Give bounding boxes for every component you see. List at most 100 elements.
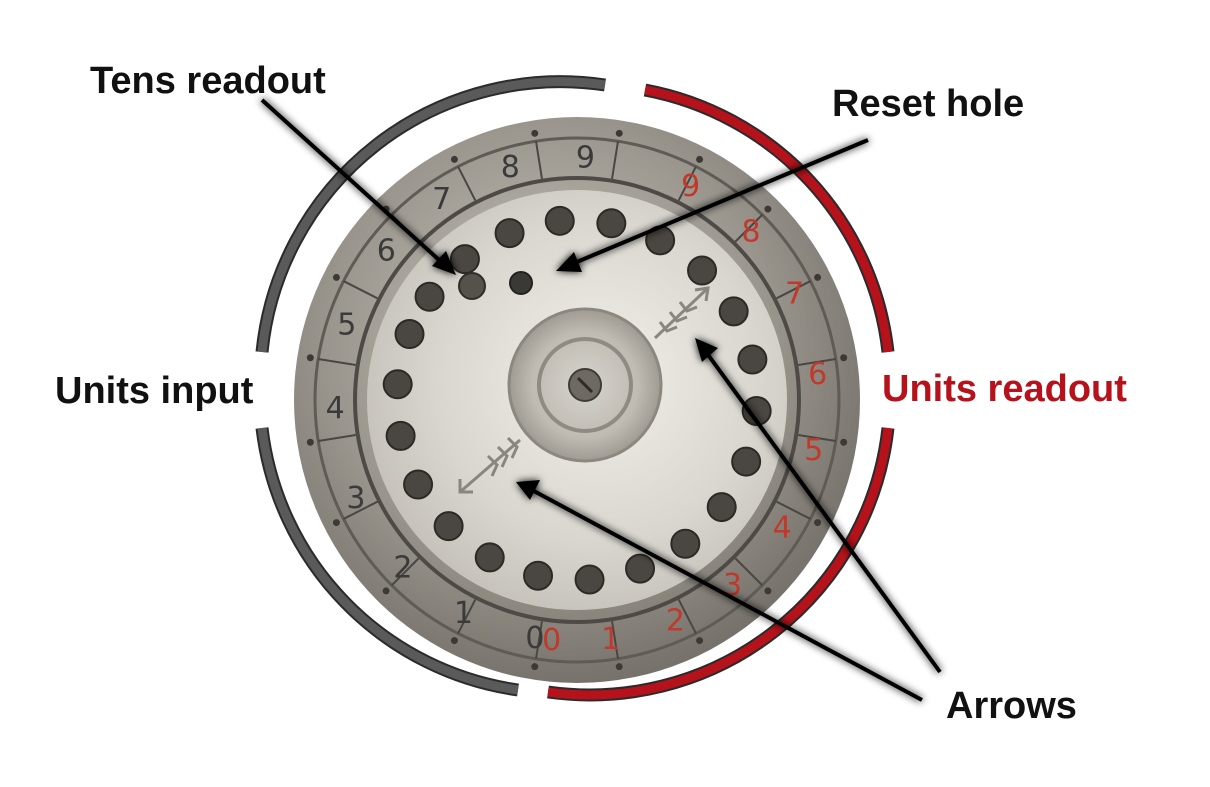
input-digit-1: 1 <box>454 596 473 631</box>
readout-digit-5: 5 <box>804 433 823 468</box>
readout-digit-7: 7 <box>785 276 804 311</box>
pointer-arrow-upper-head <box>695 338 718 362</box>
rim-rivet <box>814 273 822 281</box>
rim-separator <box>677 166 697 201</box>
label-tens-readout: Tens readout <box>90 60 326 102</box>
label-units-readout: Units readout <box>882 368 1127 410</box>
hub-ring <box>537 337 633 433</box>
rim-rivet <box>332 519 340 527</box>
rim-rivet <box>615 663 623 671</box>
rim-rivet <box>531 663 539 671</box>
input-digit-4: 4 <box>326 391 345 426</box>
finger-hole <box>403 469 434 500</box>
rim-separator <box>798 434 836 442</box>
tens-readout-window <box>458 272 486 300</box>
input-digit-9: 9 <box>576 141 595 176</box>
readout-digit-9: 9 <box>681 169 700 204</box>
pointer-reset-hole-head <box>556 252 582 272</box>
rim-rivet <box>840 438 848 446</box>
finger-hole <box>474 542 505 573</box>
rim-rivet <box>531 129 539 137</box>
finger-hole <box>731 446 762 477</box>
label-arrows: Arrows <box>946 685 1077 727</box>
rim-separator <box>535 141 543 179</box>
input-digit-7: 7 <box>432 182 451 217</box>
finger-hole <box>596 208 627 239</box>
finger-hole <box>382 369 413 400</box>
pointer-arrow-upper <box>704 350 942 674</box>
finger-hole <box>574 564 605 595</box>
rim-rivet <box>696 155 704 163</box>
pointer-tens-readout-head <box>432 251 456 275</box>
label-reset-hole: Reset hole <box>832 83 1024 125</box>
arrow-engraving-lower <box>458 436 521 494</box>
rim-separator <box>611 621 619 659</box>
finger-hole <box>523 560 554 591</box>
rim-separator <box>776 500 811 520</box>
rim-separator <box>798 358 836 366</box>
rim-separator <box>611 141 619 179</box>
finger-hole <box>741 395 772 426</box>
input-digit-5: 5 <box>337 308 356 343</box>
finger-hole <box>385 420 416 451</box>
finger-hole <box>494 218 525 249</box>
finger-hole <box>718 296 749 327</box>
rim-rivet <box>696 637 704 645</box>
pointer-arrow-lower <box>531 488 923 702</box>
finger-hole <box>394 319 425 350</box>
input-digit-8: 8 <box>501 150 520 185</box>
rim-separator <box>734 557 763 586</box>
pointer-tens-readout <box>260 98 450 270</box>
finger-hole <box>737 344 768 375</box>
units-readout-arc-fill <box>547 85 893 700</box>
rim-separator <box>776 280 811 300</box>
finger-holes <box>382 205 772 595</box>
dial-rim-ring <box>313 136 841 664</box>
input-digit-2: 2 <box>393 551 412 586</box>
arrow-engraving-upper <box>653 286 710 340</box>
rim-rivet <box>306 354 314 362</box>
rim-separator <box>318 358 356 366</box>
rim-rivet <box>840 354 848 362</box>
finger-hole <box>414 281 445 312</box>
rim-separator <box>318 434 356 442</box>
rim-rivet <box>332 273 340 281</box>
input-digit-6: 6 <box>377 234 396 269</box>
rim-separator <box>535 621 543 659</box>
units-input-arc-fill <box>257 77 606 695</box>
dial-inner-ring <box>353 176 801 624</box>
rim-rivet <box>615 129 623 137</box>
finger-hole <box>670 528 701 559</box>
rim-rivet <box>450 155 458 163</box>
finger-hole <box>544 205 575 236</box>
rim-rivet <box>764 205 772 213</box>
rim-separator <box>391 557 420 586</box>
hub-screw-slot <box>576 376 594 394</box>
input-digit-0: 0 <box>525 621 544 656</box>
finger-hole <box>449 244 480 275</box>
pointer-lines <box>260 98 942 702</box>
rim-separator <box>734 214 763 243</box>
pointer-arrow-lower-head <box>516 480 540 500</box>
label-units-input: Units input <box>55 370 254 412</box>
readout-digit-0: 0 <box>542 623 561 658</box>
pointer-reset-hole <box>571 138 869 266</box>
rim-rivet <box>306 438 314 446</box>
rim-separator <box>343 500 378 520</box>
rim-rivet <box>814 519 822 527</box>
rim-separator <box>343 280 378 300</box>
rim-separator <box>677 599 697 634</box>
readout-digit-4: 4 <box>773 511 792 546</box>
finger-hole <box>687 255 718 286</box>
readout-digit-8: 8 <box>742 214 761 249</box>
finger-hole <box>706 492 737 523</box>
rim-rivet <box>450 637 458 645</box>
readout-digit-1: 1 <box>601 622 620 657</box>
readout-digit-6: 6 <box>808 357 827 392</box>
rim-separator <box>457 599 477 634</box>
reset-hole <box>509 271 533 295</box>
finger-hole <box>433 511 464 542</box>
